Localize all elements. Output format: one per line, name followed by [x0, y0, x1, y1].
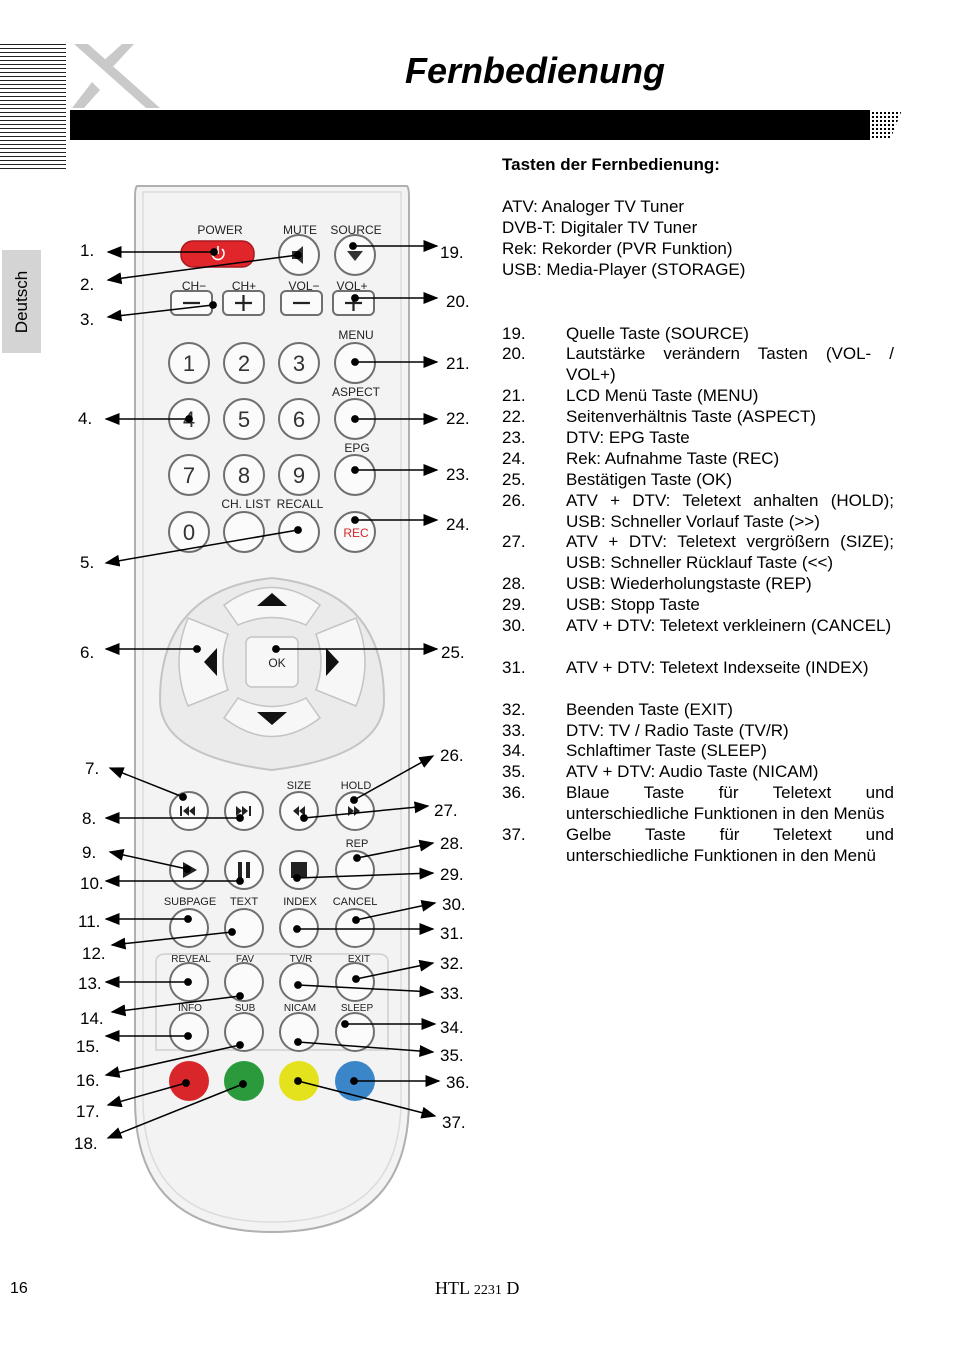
svg-text:2: 2	[238, 351, 250, 376]
svg-text:VOL−: VOL−	[288, 279, 319, 293]
svg-text:MUTE: MUTE	[283, 223, 317, 237]
callout-22: 22.	[446, 409, 470, 428]
svg-text:EPG: EPG	[344, 441, 369, 455]
callout-24: 24.	[446, 515, 470, 534]
svg-text:1: 1	[183, 351, 195, 376]
svg-text:RECALL: RECALL	[277, 497, 324, 511]
callout-2: 2.	[80, 275, 95, 294]
section-heading: Tasten der Fernbedienung:	[502, 155, 720, 174]
green-button	[224, 1061, 264, 1101]
svg-text:HOLD: HOLD	[341, 780, 372, 792]
callout-12: 12.	[82, 944, 106, 963]
callout-13: 13.	[78, 974, 102, 993]
callout-1: 1.	[80, 241, 95, 260]
svg-text:5: 5	[238, 407, 250, 432]
mode-line: ATV: Analoger TV Tuner	[502, 197, 685, 216]
callout-25: 25.	[441, 643, 465, 662]
svg-text:INDEX: INDEX	[283, 896, 317, 908]
svg-text:REC: REC	[343, 526, 369, 540]
page-title: Fernbedienung	[405, 50, 665, 91]
mode-line: USB: Media-Player (STORAGE)	[502, 260, 746, 279]
language-tab: Deutsch	[2, 250, 41, 353]
svg-text:VOL+: VOL+	[336, 279, 367, 293]
callout-17: 17.	[76, 1102, 100, 1121]
svg-text:3: 3	[293, 351, 305, 376]
svg-text:POWER: POWER	[197, 223, 243, 237]
svg-text:REP: REP	[346, 838, 369, 850]
header-bar-dots	[860, 110, 902, 140]
callout-6: 6.	[80, 643, 95, 662]
callout-30: 30.	[442, 895, 466, 914]
mode-line: DVB-T: Digitaler TV Tuner	[502, 218, 698, 237]
svg-text:SOURCE: SOURCE	[330, 223, 381, 237]
svg-text:8: 8	[238, 463, 250, 488]
x-logo	[72, 44, 160, 108]
callout-4: 4.	[78, 409, 93, 428]
svg-text:SUBPAGE: SUBPAGE	[164, 896, 216, 908]
model-name: HTL 2231 D	[435, 1278, 520, 1298]
svg-text:0: 0	[183, 520, 195, 545]
svg-text:OK: OK	[268, 656, 285, 670]
svg-text:SIZE: SIZE	[287, 780, 311, 792]
svg-text:CH+: CH+	[232, 279, 256, 293]
svg-text:EXIT: EXIT	[348, 954, 370, 965]
callout-28: 28.	[440, 834, 464, 853]
callout-36: 36.	[446, 1073, 470, 1092]
callout-14: 14.	[80, 1009, 104, 1028]
callout-26: 26.	[440, 746, 464, 765]
callout-16: 16.	[76, 1071, 100, 1090]
callout-23: 23.	[446, 465, 470, 484]
svg-text:6: 6	[293, 407, 305, 432]
callout-11: 11.	[78, 912, 101, 931]
callout-18: 18.	[74, 1134, 98, 1153]
remote-illustration: POWER MUTE SOURCE CH− CH+ VOL− VOL+ MENU…	[104, 185, 441, 1234]
callout-8: 8.	[82, 809, 97, 828]
svg-text:NICAM: NICAM	[284, 1003, 316, 1014]
svg-text:ASPECT: ASPECT	[332, 385, 381, 399]
svg-text:TV/R: TV/R	[290, 954, 313, 965]
callout-32: 32.	[440, 954, 464, 973]
callout-35: 35.	[440, 1046, 464, 1065]
svg-text:MENU: MENU	[338, 328, 373, 342]
page-number: 16	[10, 1280, 28, 1297]
svg-text:SLEEP: SLEEP	[341, 1003, 374, 1014]
svg-text:TEXT: TEXT	[230, 896, 258, 908]
callout-20: 20.	[446, 292, 470, 311]
callout-31: 31.	[440, 924, 464, 943]
svg-text:9: 9	[293, 463, 305, 488]
nav-cluster	[158, 576, 386, 772]
callout-19: 19.	[440, 243, 464, 262]
callout-33: 33.	[440, 984, 464, 1003]
callout-37: 37.	[442, 1113, 466, 1132]
svg-text:CH−: CH−	[182, 279, 206, 293]
svg-text:FAV: FAV	[236, 954, 254, 965]
callout-10: 10.	[80, 874, 104, 893]
svg-text:7: 7	[183, 463, 195, 488]
svg-text:INFO: INFO	[178, 1003, 202, 1014]
callout-5: 5.	[80, 553, 95, 572]
callout-7: 7.	[85, 759, 100, 778]
callout-21: 21.	[446, 354, 470, 373]
svg-text:SUB: SUB	[235, 1003, 256, 1014]
svg-text:CANCEL: CANCEL	[333, 896, 378, 908]
callout-3: 3.	[80, 310, 95, 329]
callout-27: 27.	[434, 801, 458, 820]
svg-text:CH. LIST: CH. LIST	[221, 497, 271, 511]
callout-34: 34.	[440, 1018, 464, 1037]
svg-text:REVEAL: REVEAL	[171, 954, 211, 965]
callout-15: 15.	[76, 1037, 100, 1056]
callout-29: 29.	[440, 865, 464, 884]
header-bar	[70, 110, 870, 140]
decorative-stripes	[0, 44, 66, 172]
red-button	[169, 1061, 209, 1101]
mode-line: Rek: Rekorder (PVR Funktion)	[502, 239, 733, 258]
callout-9: 9.	[82, 843, 97, 862]
